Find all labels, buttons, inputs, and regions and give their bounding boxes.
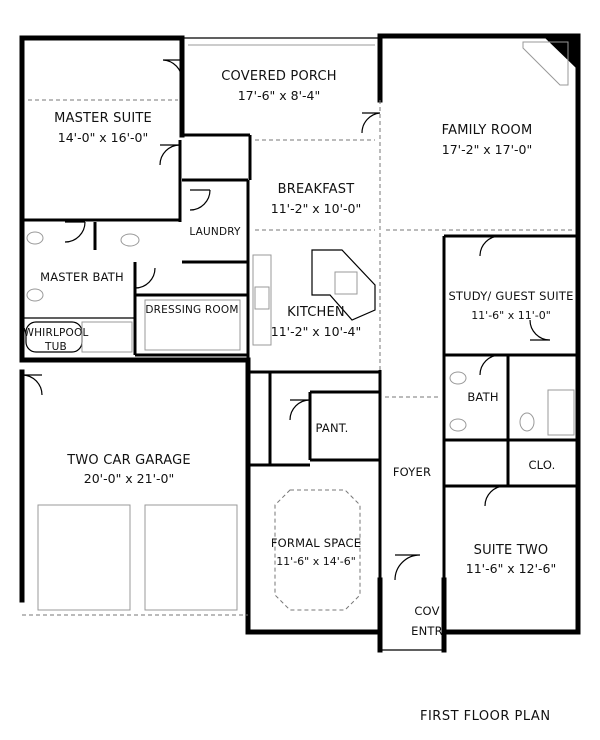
dressing-room-name: DRESSING ROOM — [145, 304, 238, 316]
breakfast-name: BREAKFAST — [278, 182, 355, 197]
bath-name: BATH — [467, 390, 498, 404]
closet-name: CLO. — [528, 458, 555, 472]
covered-porch-dims: 17'-6" x 8'-4" — [238, 88, 321, 103]
plan-title: FIRST FLOOR PLAN — [420, 709, 551, 724]
detail-lines — [25, 38, 576, 611]
kitchen-dims: 11'-2" x 10'-4" — [271, 324, 361, 339]
foyer-name: FOYER — [393, 465, 431, 479]
suite-two-dims: 11'-6" x 12'-6" — [466, 561, 556, 576]
master-bath-name: MASTER BATH — [40, 270, 124, 284]
family-room-dims: 17'-2" x 17'-0" — [442, 142, 532, 157]
two-car-garage-dims: 20'-0" x 21'-0" — [84, 471, 174, 486]
pantry-name: PANT. — [316, 421, 349, 435]
formal-space-name: FORMAL SPACE — [271, 536, 361, 550]
room-labels: COVERED PORCH 17'-6" x 8'-4" FAMILY ROOM… — [23, 69, 573, 638]
suite-two-name: SUITE TWO — [474, 543, 549, 558]
covered-entry-line1: COV — [414, 604, 439, 618]
two-car-garage-name: TWO CAR GARAGE — [66, 453, 191, 468]
master-suite-name: MASTER SUITE — [54, 111, 152, 126]
laundry-name: LAUNDRY — [189, 226, 241, 238]
covered-entry-line2: ENTR — [411, 624, 443, 638]
study-guest-suite-name: STUDY/ GUEST SUITE — [448, 289, 573, 303]
door-swings — [21, 59, 551, 581]
whirlpool-line1: WHIRLPOOL — [23, 327, 88, 339]
kitchen-name: KITCHEN — [287, 305, 345, 320]
study-guest-suite-dims: 11'-6" x 11'-0" — [471, 309, 551, 322]
whirlpool-line2: TUB — [44, 341, 67, 353]
family-room-name: FAMILY ROOM — [442, 123, 533, 138]
master-suite-dims: 14'-0" x 16'-0" — [58, 130, 148, 145]
covered-porch-name: COVERED PORCH — [221, 69, 337, 84]
exterior-walls — [19, 33, 581, 653]
formal-space-dims: 11'-6" x 14'-6" — [276, 555, 356, 568]
interior-walls — [22, 100, 578, 632]
breakfast-dims: 11'-2" x 10'-0" — [271, 201, 361, 216]
